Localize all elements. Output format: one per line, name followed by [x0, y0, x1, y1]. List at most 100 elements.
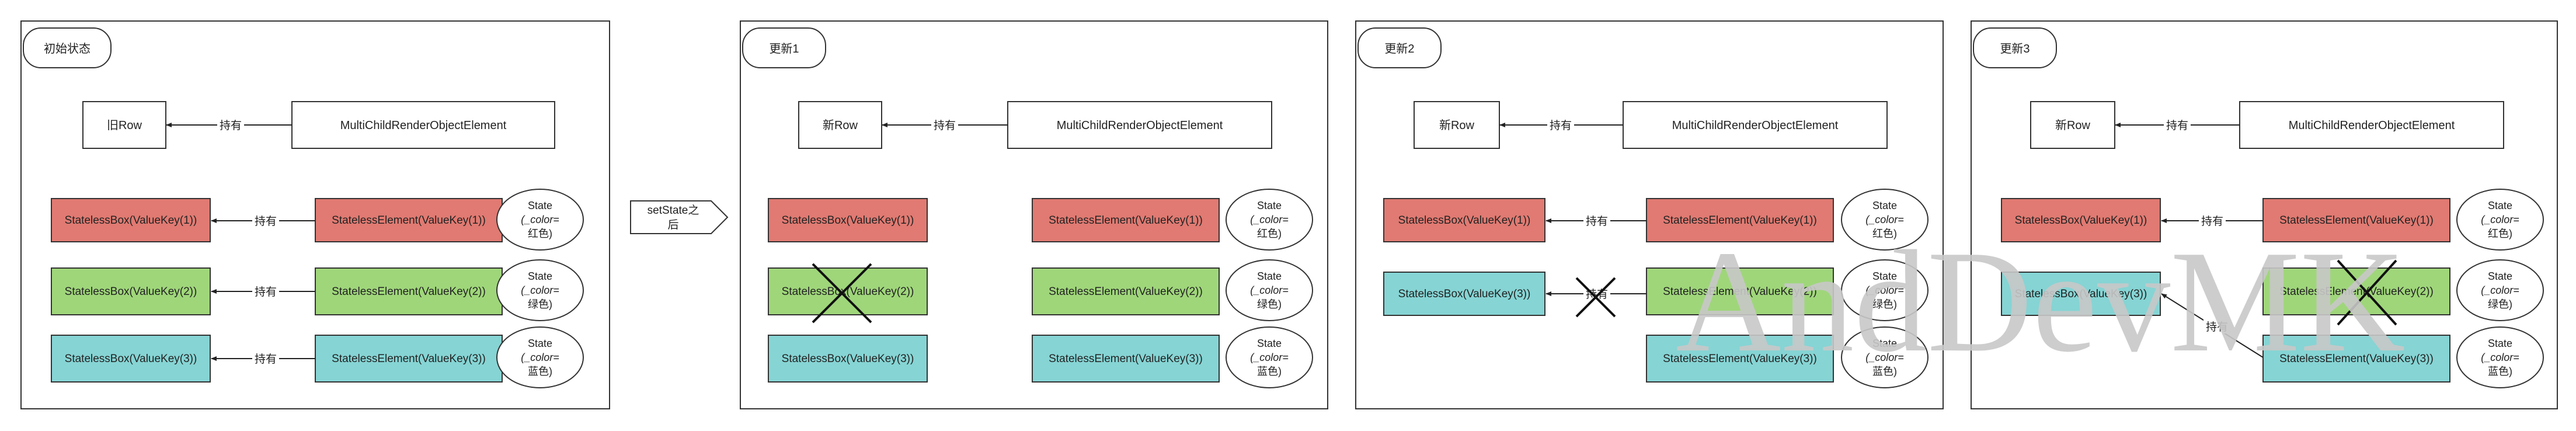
state-ellipse-3: State (_color= 蓝色) [496, 326, 584, 388]
hold-arrow-label: 持有 [934, 119, 956, 132]
svg-text:蓝色): 蓝色) [2488, 366, 2512, 377]
panel-title-tag [742, 27, 826, 68]
stateless-element-1-label: StatelessElement(ValueKey(1)) [332, 214, 486, 227]
svg-text:(_color=: (_color= [1865, 352, 1904, 363]
panel-title: 更新2 [1384, 42, 1414, 55]
state-ellipse-2: State (_color= 绿色) [1841, 259, 1928, 321]
stateless-element-1 [1646, 198, 1834, 242]
svg-text:绿色): 绿色) [2488, 298, 2512, 310]
stateless-element-2-label: StatelessElement(ValueKey(2)) [2279, 286, 2434, 298]
svg-text:State: State [528, 200, 552, 211]
panel-update-1: 更新1 新Row MultiChildRenderObjectElement 持… [740, 20, 1328, 409]
panel-update-3: 更新3 新Row MultiChildRenderObjectElement 持… [1971, 20, 2558, 409]
svg-text:State: State [1872, 200, 1897, 211]
mcroe-label: MultiChildRenderObjectElement [340, 119, 507, 132]
svg-text:(_color=: (_color= [1250, 214, 1289, 225]
mcroe-box [291, 101, 555, 149]
row-box [798, 101, 882, 149]
stateless-box-1-label: StatelessBox(ValueKey(1)) [1398, 214, 1531, 227]
svg-text:(_color=: (_color= [521, 214, 559, 225]
stateless-box-1 [768, 198, 928, 242]
stateless-element-3-label: StatelessElement(ValueKey(3)) [332, 353, 486, 365]
stateless-box-3-label: StatelessBox(ValueKey(3)) [2015, 288, 2147, 300]
stateless-element-2-label: StatelessElement(ValueKey(2)) [332, 286, 486, 298]
stateless-box-3 [2001, 272, 2161, 316]
svg-text:(_color=: (_color= [521, 352, 559, 363]
svg-text:持有: 持有 [255, 286, 277, 298]
stateless-element-2 [1646, 267, 1834, 315]
state-ellipse-3: State (_color= 蓝色) [1226, 326, 1313, 388]
hold-link-1: 持有 [211, 214, 315, 228]
svg-text:State: State [1257, 270, 1282, 282]
svg-text:(_color=: (_color= [1865, 284, 1904, 296]
svg-text:蓝色): 蓝色) [1257, 366, 1282, 377]
state-ellipse-1: State (_color= 红色) [1841, 189, 1928, 251]
svg-text:State: State [2488, 270, 2512, 282]
panel-initial: 初始状态 旧Row MultiChildRenderObjectElement … [20, 20, 610, 409]
svg-text:(_color=: (_color= [2481, 284, 2519, 296]
cross-mark-icon [812, 263, 872, 324]
stateless-box-1 [1383, 198, 1545, 242]
stateless-box-1-label: StatelessBox(ValueKey(1)) [2015, 214, 2147, 227]
row-label: 旧Row [107, 119, 142, 132]
svg-text:(_color=: (_color= [1865, 214, 1904, 225]
state-ellipse-2: State (_color= 绿色) [496, 259, 584, 321]
stateless-element-3-label: StatelessElement(ValueKey(3)) [2279, 353, 2434, 365]
transition-label-1: setState之 [648, 204, 699, 217]
stateless-element-3 [1646, 335, 1834, 383]
stateless-element-3-label: StatelessElement(ValueKey(3)) [1663, 353, 1817, 365]
panel-title-tag [1357, 27, 1442, 68]
svg-text:红色): 红色) [1872, 228, 1897, 239]
svg-text:State: State [528, 270, 552, 282]
hold-arrow-label: 持有 [1550, 119, 1572, 132]
state-ellipse-3: State (_color= 蓝色) [2456, 326, 2544, 388]
svg-text:持有: 持有 [255, 215, 277, 228]
stateless-box-2-label: StatelessBox(ValueKey(2)) [782, 286, 914, 298]
mcroe-label: MultiChildRenderObjectElement [1672, 119, 1839, 132]
mcroe-box [1007, 101, 1272, 149]
svg-text:State: State [1872, 338, 1897, 349]
row-label: 新Row [2055, 119, 2091, 132]
hold-link-2: 持有 [211, 284, 315, 298]
svg-text:绿色): 绿色) [1257, 298, 1282, 310]
state-ellipse-1: State (_color= 红色) [2456, 189, 2544, 251]
mcroe-box [2239, 101, 2504, 149]
stateless-box-2 [51, 267, 211, 315]
row-box [82, 101, 166, 149]
svg-text:持有: 持有 [2201, 215, 2223, 228]
svg-text:(_color=: (_color= [2481, 214, 2519, 225]
svg-text:持有: 持有 [255, 353, 277, 366]
svg-text:持有: 持有 [1586, 215, 1608, 228]
hold-link-1: 持有 [2161, 214, 2263, 228]
stateless-box-3-label: StatelessBox(ValueKey(3)) [65, 353, 197, 365]
svg-text:持有: 持有 [2206, 321, 2228, 333]
stateless-element-3-label: StatelessElement(ValueKey(3)) [1049, 353, 1203, 365]
stateless-element-1 [1032, 198, 1220, 242]
stateless-element-2-label: StatelessElement(ValueKey(2)) [1049, 286, 1203, 298]
svg-text:State: State [1257, 338, 1282, 349]
stateless-box-2-label: StatelessBox(ValueKey(2)) [65, 286, 197, 298]
stateless-box-1 [2001, 198, 2161, 242]
stateless-box-3-label: StatelessBox(ValueKey(3)) [782, 353, 914, 365]
hold-arrow-label: 持有 [2166, 119, 2188, 132]
hold-link-3: 持有 [211, 352, 315, 366]
svg-text:蓝色): 蓝色) [1872, 366, 1897, 377]
panel-update-2: 更新2 新Row MultiChildRenderObjectElement 持… [1355, 20, 1944, 409]
stateless-box-3 [768, 335, 928, 383]
cross-mark-icon [2337, 259, 2397, 326]
state-ellipse-2: State (_color= 绿色) [1226, 259, 1313, 321]
svg-text:(_color=: (_color= [1250, 352, 1289, 363]
stateless-box-3 [51, 335, 211, 383]
mcroe-label: MultiChildRenderObjectElement [2289, 119, 2455, 132]
hold-link-2: 持有 [2161, 293, 2264, 358]
svg-text:蓝色): 蓝色) [528, 366, 552, 377]
hold-arrow-label: 持有 [220, 119, 242, 132]
stateless-box-3 [1383, 272, 1545, 316]
stateless-element-1-label: StatelessElement(ValueKey(1)) [1663, 214, 1817, 227]
stateless-element-2-label: StatelessElement(ValueKey(2)) [1663, 286, 1817, 298]
stateless-box-2 [768, 267, 928, 315]
row-box [2030, 101, 2115, 149]
state-ellipse-2: State (_color= 绿色) [2456, 259, 2544, 321]
state-ellipse-1: State (_color= 红色) [496, 189, 584, 251]
